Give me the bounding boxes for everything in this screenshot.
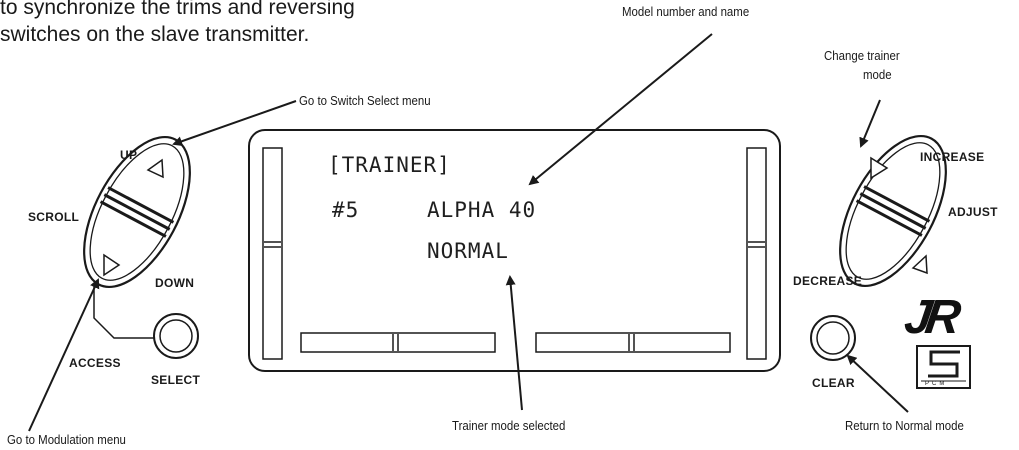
pcm-badge-text: PCM xyxy=(925,381,948,387)
adjust-increase-triangle-icon xyxy=(870,156,889,180)
scroll-down-triangle-icon xyxy=(103,253,121,277)
callout-change-mode-line2: mode xyxy=(863,67,892,82)
decrease-label: DECREASE xyxy=(793,274,863,288)
adjust-label: ADJUST xyxy=(948,205,998,219)
lcd-mode: NORMAL xyxy=(427,239,509,263)
bottom-left-trim-bar xyxy=(300,332,496,353)
bottom-right-trim-bar xyxy=(535,332,731,353)
arrow-change-mode xyxy=(859,99,881,148)
arrow-normal xyxy=(846,354,909,413)
access-bracket xyxy=(93,286,154,339)
scroll-up-triangle-icon xyxy=(146,158,164,179)
select-button-icon xyxy=(153,313,199,359)
up-label: UP xyxy=(120,148,138,162)
arrow-trainer-selected xyxy=(505,275,523,411)
callout-change-mode-line1: Change trainer xyxy=(824,48,900,63)
adjust-decrease-triangle-icon xyxy=(911,254,928,275)
lcd-display xyxy=(248,129,781,372)
callout-normal: Return to Normal mode xyxy=(845,418,964,433)
intro-text: to synchronize the trims and reversing s… xyxy=(0,0,355,48)
left-trim-bar xyxy=(262,147,283,360)
callout-model: Model number and name xyxy=(622,4,750,19)
select-label: SELECT xyxy=(151,373,201,387)
adjust-rocker-icon xyxy=(839,134,947,288)
arrow-modulation xyxy=(28,278,100,432)
increase-label: INCREASE xyxy=(920,150,985,164)
clear-label: CLEAR xyxy=(812,376,855,390)
lcd-title: [TRAINER] xyxy=(328,153,451,177)
callout-modulation: Go to Modulation menu xyxy=(7,432,126,447)
arrow-switch-select xyxy=(172,100,297,147)
intro-line-2: switches on the slave transmitter. xyxy=(0,23,310,46)
access-label: ACCESS xyxy=(69,356,121,370)
lcd-model-name: ALPHA 40 xyxy=(427,198,537,222)
jr-logo: JR xyxy=(901,291,959,344)
callout-switch-select: Go to Switch Select menu xyxy=(299,93,431,108)
right-trim-bar xyxy=(746,147,767,360)
clear-button-icon xyxy=(810,315,856,361)
pcm-badge-icon xyxy=(916,345,971,389)
arrow-model xyxy=(528,33,713,186)
scroll-label: SCROLL xyxy=(28,210,80,224)
down-label: DOWN xyxy=(155,276,195,290)
intro-line-1: to synchronize the trims and reversing xyxy=(0,0,355,19)
lcd-model-number: #5 xyxy=(332,198,360,222)
callout-trainer-selected: Trainer mode selected xyxy=(452,418,566,433)
